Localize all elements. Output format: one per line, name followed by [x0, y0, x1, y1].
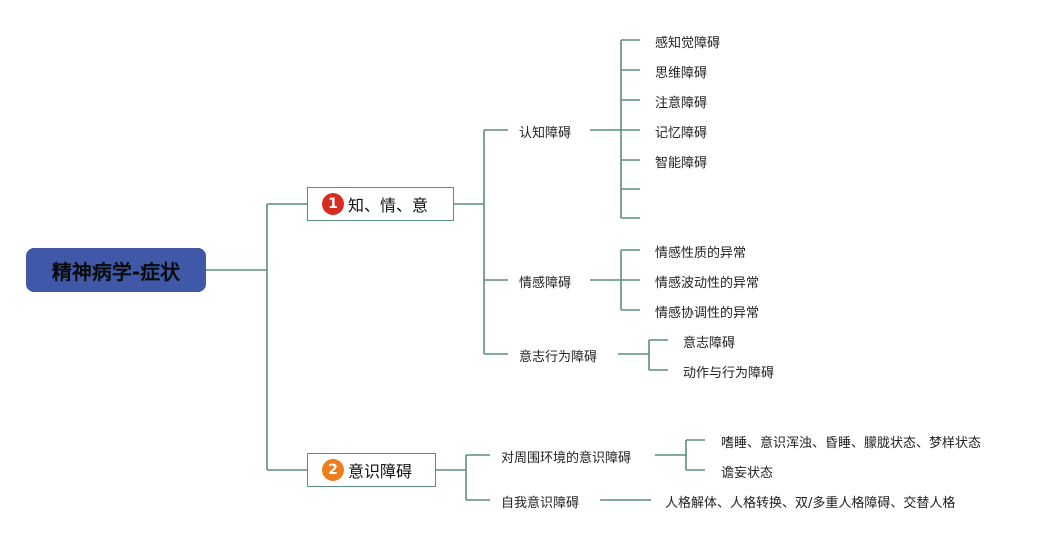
subtopic-environment-consciousness[interactable]: 对周围环境的意识障碍 — [501, 447, 632, 466]
leaf-label: 动作与行为障碍 — [683, 366, 775, 381]
leaf-topic[interactable]: 思维障碍 — [655, 62, 707, 81]
leaf-label: 情感波动性的异常 — [655, 276, 760, 291]
leaf-topic[interactable]: 动作与行为障碍 — [683, 362, 774, 381]
branch-2-topic[interactable]: 2 意识障碍 — [307, 453, 436, 487]
leaf-topic[interactable]: 人格解体、人格转换、双/多重人格障碍、交替人格 — [665, 492, 955, 511]
subtopic-self-consciousness[interactable]: 自我意识障碍 — [501, 492, 580, 511]
leaf-topic[interactable]: 情感协调性的异常 — [655, 302, 759, 321]
leaf-topic[interactable]: 情感波动性的异常 — [655, 272, 759, 291]
branch-1-label: 知、情、意 — [348, 196, 429, 215]
leaf-topic[interactable]: 感知觉障碍 — [655, 32, 720, 51]
branch-2-label: 意识障碍 — [348, 462, 413, 481]
leaf-topic[interactable]: 智能障碍 — [655, 152, 707, 171]
leaf-topic[interactable]: 意志障碍 — [683, 332, 735, 351]
root-label: 精神病学-症状 — [51, 259, 181, 284]
leaf-label: 谵妄状态 — [721, 466, 774, 481]
leaf-label: 记忆障碍 — [655, 126, 708, 141]
subtopic-label: 意志行为障碍 — [519, 350, 598, 365]
subtopic-label: 自我意识障碍 — [501, 496, 580, 511]
leaf-label: 意志障碍 — [683, 336, 736, 351]
leaf-label: 人格解体、人格转换、双/多重人格障碍、交替人格 — [665, 496, 956, 511]
leaf-label: 思维障碍 — [655, 66, 708, 81]
leaf-label: 注意障碍 — [655, 96, 708, 111]
branch-1-topic[interactable]: 1 知、情、意 — [307, 187, 454, 221]
subtopic-will[interactable]: 意志行为障碍 — [519, 346, 598, 365]
leaf-label: 情感性质的异常 — [655, 246, 747, 261]
number-1-badge: 1 — [322, 193, 344, 215]
leaf-topic[interactable]: 嗜睡、意识浑浊、昏睡、朦胧状态、梦样状态 — [721, 432, 981, 451]
subtopic-label: 对周围环境的意识障碍 — [501, 451, 632, 466]
number-2-badge: 2 — [322, 459, 344, 481]
leaf-topic[interactable]: 记忆障碍 — [655, 122, 707, 141]
leaf-label: 情感协调性的异常 — [655, 306, 760, 321]
subtopic-cognition[interactable]: 认知障碍 — [519, 122, 572, 141]
subtopic-label: 情感障碍 — [519, 276, 572, 291]
leaf-label: 感知觉障碍 — [655, 36, 721, 51]
leaf-topic[interactable]: 注意障碍 — [655, 92, 707, 111]
root-topic[interactable]: 精神病学-症状 — [26, 248, 206, 292]
subtopic-emotion[interactable]: 情感障碍 — [519, 272, 572, 291]
leaf-topic[interactable]: 情感性质的异常 — [655, 242, 746, 261]
leaf-topic[interactable]: 谵妄状态 — [721, 462, 773, 481]
subtopic-label: 认知障碍 — [519, 126, 572, 141]
leaf-label: 嗜睡、意识浑浊、昏睡、朦胧状态、梦样状态 — [721, 436, 982, 451]
leaf-label: 智能障碍 — [655, 156, 708, 171]
